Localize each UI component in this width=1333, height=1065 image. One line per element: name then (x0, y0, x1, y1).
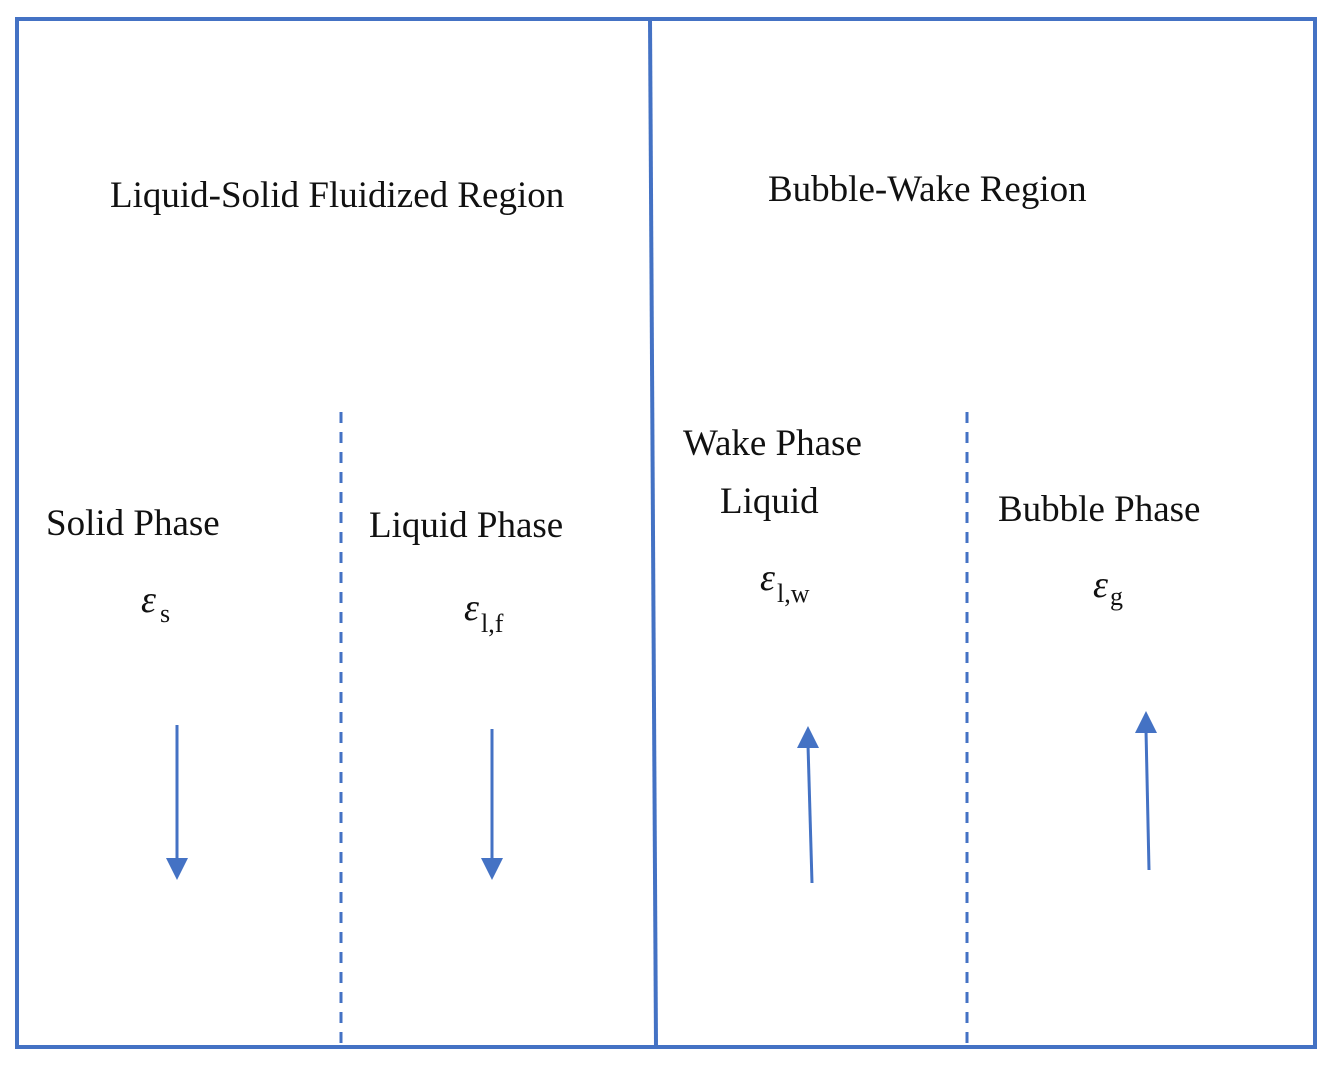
region-title-liquid-solid: Liquid-Solid Fluidized Region (110, 175, 564, 216)
bubble-flow-up-arrowhead (1135, 711, 1157, 733)
bubble-flow-arrow-shaft (1144, 729, 1151, 871)
bubble-fraction-symbol: ε (1093, 564, 1108, 606)
liquid-fraction-subscript: l,f (481, 609, 504, 638)
liquid-phase-column: Liquid Phase εl,f (369, 505, 563, 880)
wake-phase-fraction: εl,w (760, 557, 810, 608)
bubble-phase-label: Bubble Phase (998, 489, 1200, 530)
solid-fraction-symbol: ε (141, 579, 156, 621)
liquid-phase-fraction: εl,f (464, 587, 504, 638)
wake-flow-arrow-shaft (806, 744, 814, 884)
liquid-fraction-symbol: ε (464, 587, 479, 629)
wake-phase-column: Wake Phase Liquid εl,w (683, 423, 862, 884)
solid-fraction-subscript: s (160, 599, 170, 628)
bubble-phase-fraction: εg (1093, 564, 1123, 611)
liquid-phase-label: Liquid Phase (369, 505, 563, 546)
wake-flow-up-arrowhead (797, 726, 819, 748)
liquid-flow-down-arrowhead (481, 858, 503, 880)
wake-phase-label-line2: Liquid (720, 481, 819, 522)
region-divider (648, 18, 658, 1048)
solid-phase-label: Solid Phase (46, 503, 220, 544)
outer-frame (15, 17, 1317, 1049)
bubble-phase-column: Bubble Phase εg (998, 489, 1200, 871)
solid-flow-down-arrowhead (166, 858, 188, 880)
bubble-fraction-subscript: g (1110, 582, 1123, 611)
region-title-bubble-wake: Bubble-Wake Region (768, 169, 1087, 210)
wake-fraction-subscript: l,w (777, 579, 810, 608)
wake-phase-label-line1: Wake Phase (683, 423, 862, 464)
wake-fraction-symbol: ε (760, 557, 775, 599)
